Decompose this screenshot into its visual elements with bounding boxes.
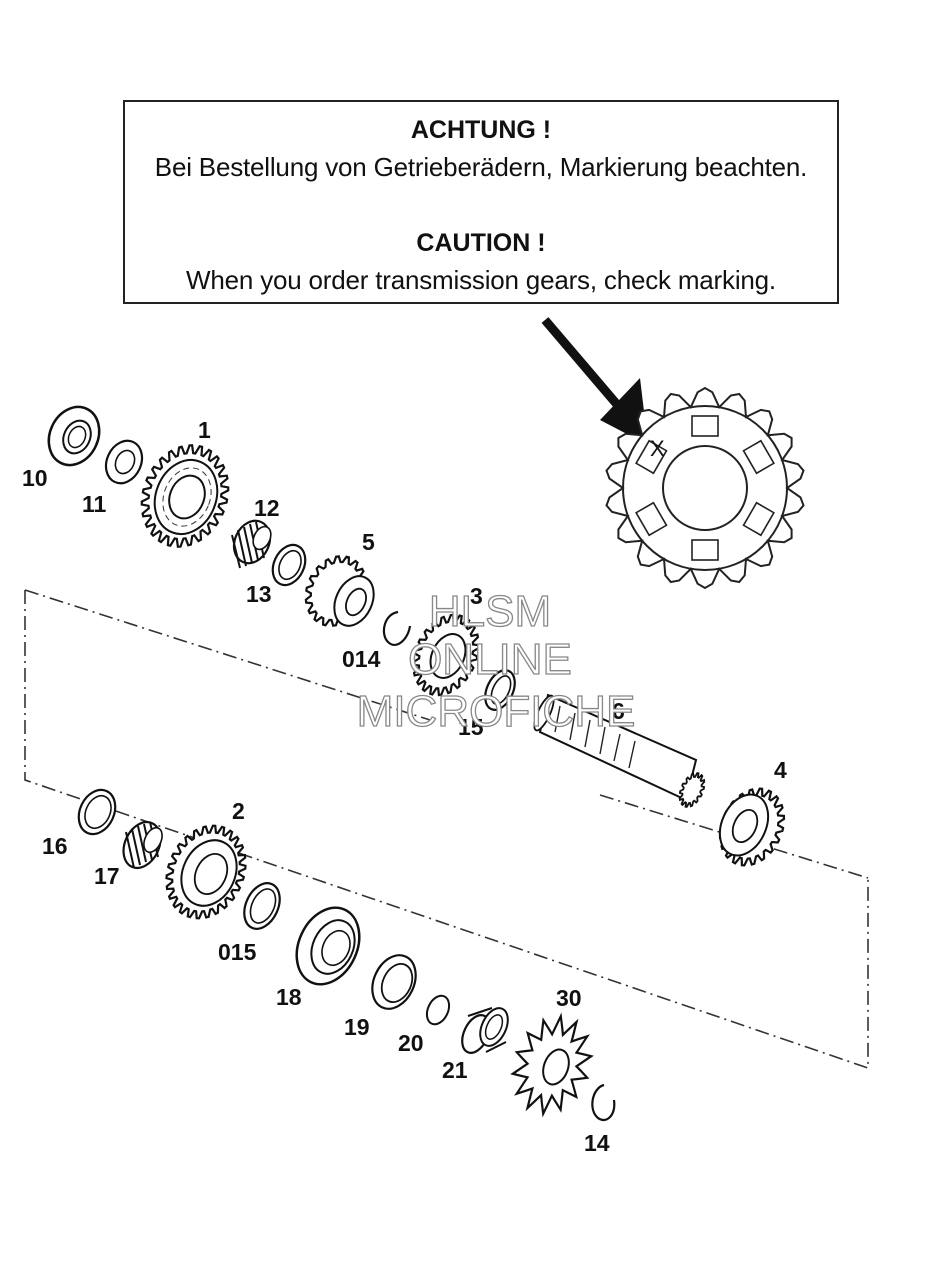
svg-text:MICROFICHE: MICROFICHE xyxy=(357,687,636,736)
gear-4 xyxy=(718,787,786,867)
needle-bearing-17 xyxy=(122,820,163,870)
callout-19: 19 xyxy=(344,1014,370,1040)
notice-heading-en: CAUTION ! xyxy=(416,229,546,257)
callout-4: 4 xyxy=(774,757,787,783)
callout-10: 10 xyxy=(22,465,48,491)
callout-30: 30 xyxy=(556,985,582,1011)
gear-3 xyxy=(412,613,480,697)
gear-dog-lug xyxy=(691,539,719,561)
callout-14: 14 xyxy=(584,1130,610,1156)
callout-labels: 1 10 11 12 5 13 3 014 6 15 4 2 16 17 015… xyxy=(22,417,787,1156)
callout-015: 015 xyxy=(218,939,257,965)
washer-11 xyxy=(104,439,144,485)
callout-20: 20 xyxy=(398,1030,424,1056)
callout-014: 014 xyxy=(342,646,381,672)
callout-13: 13 xyxy=(246,581,272,607)
marked-gear-detail: X xyxy=(605,386,805,590)
washer-13 xyxy=(271,543,307,587)
marking-arrow xyxy=(541,317,648,445)
notice-text-en: When you order transmission gears, check… xyxy=(186,265,776,295)
notice-heading-de: ACHTUNG ! xyxy=(410,116,552,144)
circlip-014 xyxy=(382,610,412,646)
caution-notice-box: ACHTUNG ! Bei Bestellung von Getrieberäd… xyxy=(123,100,839,304)
gear-dog-lug xyxy=(635,439,668,475)
svg-text:HLSM: HLSM xyxy=(429,587,551,636)
callout-15: 15 xyxy=(458,714,484,740)
washer-015 xyxy=(243,882,281,930)
assembly-boundary xyxy=(24,590,869,1070)
gear-1 xyxy=(140,444,230,548)
gear-dog-lug xyxy=(691,415,719,437)
callout-3: 3 xyxy=(470,583,483,609)
o-ring-20 xyxy=(425,994,451,1026)
bearing-18 xyxy=(295,906,361,986)
circlip-14 xyxy=(591,1083,616,1122)
gear-2 xyxy=(165,824,247,920)
shaft-6 xyxy=(533,693,706,808)
spacer-21 xyxy=(461,1007,509,1054)
sprocket-30 xyxy=(510,1012,594,1118)
marking-x: X xyxy=(650,436,665,461)
callout-16: 16 xyxy=(42,833,68,859)
callout-21: 21 xyxy=(442,1057,468,1083)
washer-16 xyxy=(77,788,117,836)
gear-dog-lug xyxy=(742,439,775,475)
callout-11: 11 xyxy=(82,491,107,517)
gear-dog-lug xyxy=(635,501,668,537)
callout-5: 5 xyxy=(362,529,375,555)
callout-2: 2 xyxy=(232,798,245,824)
washer-15 xyxy=(484,669,516,711)
watermark: HLSM ONLINE MICROFICHE xyxy=(356,586,636,736)
callout-1: 1 xyxy=(198,417,211,443)
gear-5 xyxy=(304,555,375,627)
callout-12: 12 xyxy=(254,495,280,521)
seal-19 xyxy=(371,954,417,1010)
gear-dog-lug xyxy=(742,501,775,537)
notice-text-de: Bei Bestellung von Getrieberädern, Marki… xyxy=(154,152,808,182)
callout-6: 6 xyxy=(612,698,625,724)
bearing-10 xyxy=(47,405,101,467)
svg-text:ONLINE: ONLINE xyxy=(408,635,572,684)
needle-bearing-12 xyxy=(231,519,272,569)
callout-17: 17 xyxy=(94,863,120,889)
callout-18: 18 xyxy=(276,984,302,1010)
